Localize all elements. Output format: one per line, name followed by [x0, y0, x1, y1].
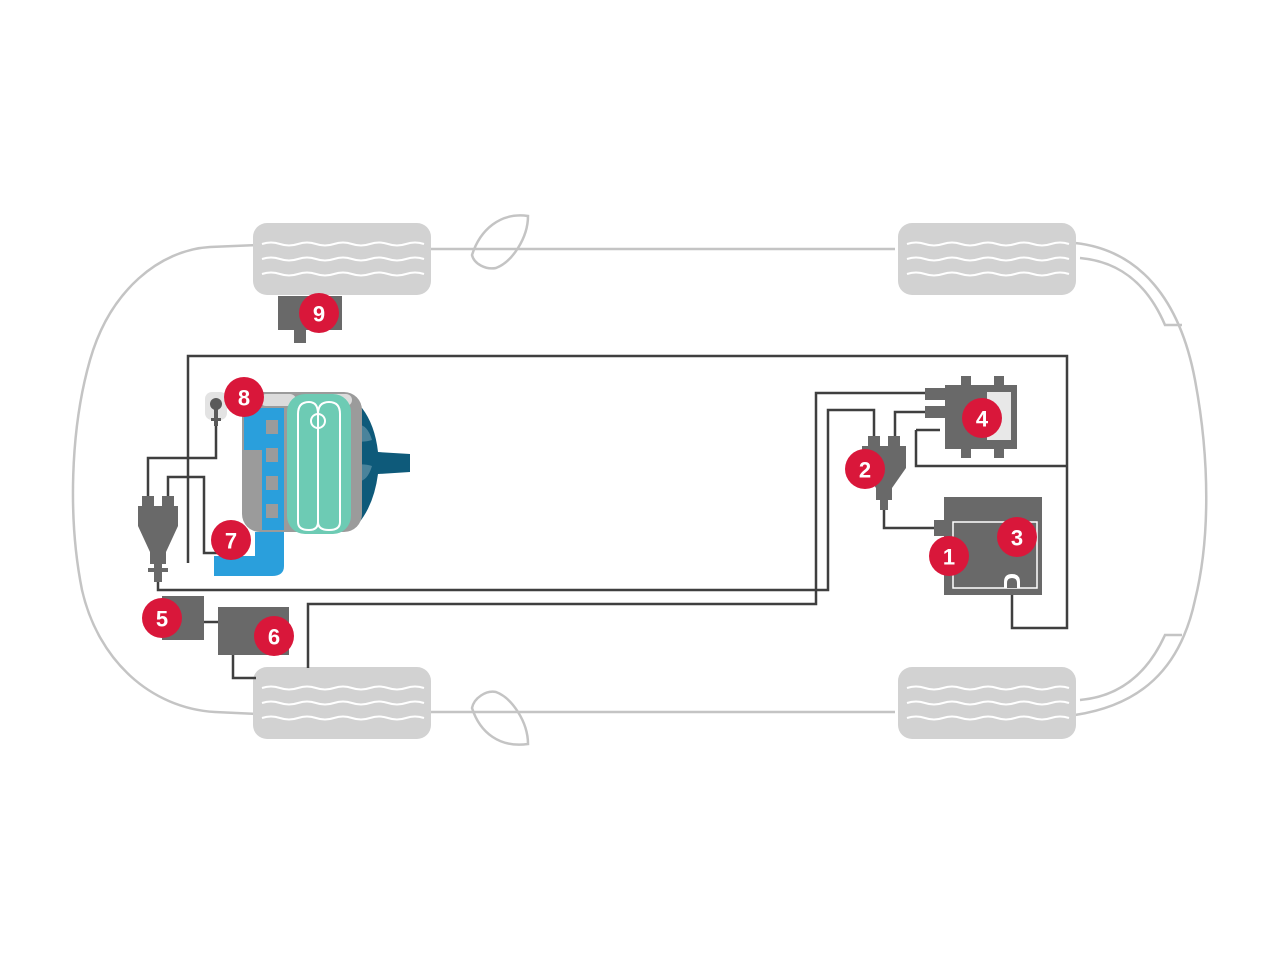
- tire-front-right: [253, 667, 431, 739]
- callout-6-label: 6: [268, 625, 280, 650]
- callout-4-label: 4: [976, 407, 989, 432]
- callout-1-label: 1: [943, 545, 955, 570]
- callout-7: 7: [211, 520, 251, 560]
- left-canister: [138, 496, 178, 582]
- callout-1: 1: [929, 536, 969, 576]
- callout-5: 5: [142, 598, 182, 638]
- pipes: [146, 354, 1069, 680]
- sensor-8: [205, 392, 227, 426]
- engine-blue-outlet: [214, 532, 284, 576]
- callout-3-label: 3: [1011, 526, 1023, 551]
- callout-6: 6: [254, 616, 294, 656]
- car-body-outline: [71, 214, 1208, 746]
- component-4: [925, 376, 1017, 458]
- callout-7-label: 7: [225, 529, 237, 554]
- tire-rear-left: [898, 223, 1076, 295]
- tire-front-left: [253, 223, 431, 295]
- callout-9: 9: [299, 293, 339, 333]
- callout-2: 2: [845, 449, 885, 489]
- callout-2-label: 2: [859, 458, 871, 483]
- tire-rear-right: [898, 667, 1076, 739]
- engine: [214, 392, 410, 576]
- engine-light-blue-part: [244, 408, 284, 530]
- callout-8-label: 8: [238, 386, 250, 411]
- callout-4: 4: [962, 398, 1002, 438]
- tires: [253, 223, 1076, 739]
- callout-8: 8: [224, 377, 264, 417]
- callout-9-label: 9: [313, 302, 325, 327]
- callout-5-label: 5: [156, 607, 168, 632]
- callout-3: 3: [997, 517, 1037, 557]
